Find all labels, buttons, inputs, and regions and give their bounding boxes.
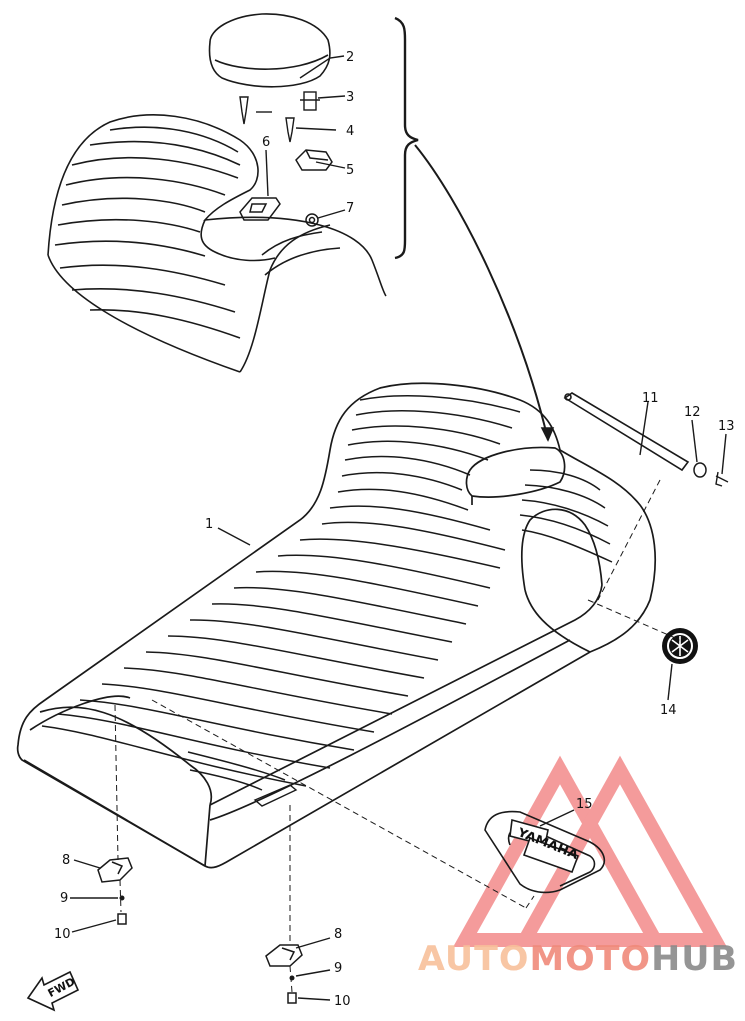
callout-6: 6 <box>262 135 270 150</box>
callout-8a: 8 <box>62 853 70 868</box>
leader-lines <box>70 401 727 1001</box>
watermark-triangle <box>453 755 727 947</box>
callout-1: 1 <box>205 517 213 532</box>
callout-2: 2 <box>346 50 354 65</box>
part-7-nut <box>305 213 319 227</box>
callout-8b: 8 <box>334 927 342 942</box>
part-9-washers <box>119 895 295 981</box>
inset-leader-lines <box>265 55 346 219</box>
callout-4: 4 <box>346 124 354 139</box>
part-11-rod <box>563 392 690 472</box>
callout-7: 7 <box>346 201 354 216</box>
callout-5: 5 <box>346 163 354 178</box>
part-8-bracket-right <box>265 944 303 967</box>
callout-3: 3 <box>346 90 354 105</box>
part-6-plate <box>239 197 281 221</box>
part-1-seat <box>16 382 657 869</box>
watermark-auto: AUTO <box>418 939 529 979</box>
assembly-lines <box>114 479 681 993</box>
part-2-seat-pad <box>208 13 331 88</box>
part-14-emblem <box>662 628 698 664</box>
part-10-bolts <box>117 913 297 1004</box>
seat-slot <box>253 784 298 807</box>
callout-11: 11 <box>642 391 659 406</box>
callout-10b: 10 <box>334 994 351 1009</box>
callout-14: 14 <box>660 703 677 718</box>
inset-seat-detail <box>47 16 555 442</box>
part-3-clip <box>300 91 320 111</box>
callout-9a: 9 <box>60 891 68 906</box>
watermark-hub: HUB <box>651 939 738 979</box>
callout-15: 15 <box>576 797 593 812</box>
callout-10a: 10 <box>54 927 71 942</box>
callout-12: 12 <box>684 405 701 420</box>
part-5-bracket <box>295 149 333 171</box>
watermark-logo: AUTOMOTOHUB <box>418 939 738 979</box>
watermark-moto: MOTO <box>529 939 651 979</box>
fwd-arrow-icon: FWD <box>26 970 80 1012</box>
part-12-washer <box>693 462 707 478</box>
callout-13: 13 <box>718 419 735 434</box>
part-4-screw <box>239 96 337 143</box>
svg-text:AUTOMOTOHUB: AUTOMOTOHUB <box>418 939 738 979</box>
part-8-bracket-left <box>97 857 133 883</box>
callout-9b: 9 <box>334 961 342 976</box>
seat-ribs <box>41 395 613 791</box>
callout-numbers: 1 2 3 4 5 6 7 8 8 9 9 10 10 11 12 13 14 … <box>54 50 735 1009</box>
part-15-emblem <box>484 810 606 894</box>
part-13-bolt <box>715 471 729 487</box>
